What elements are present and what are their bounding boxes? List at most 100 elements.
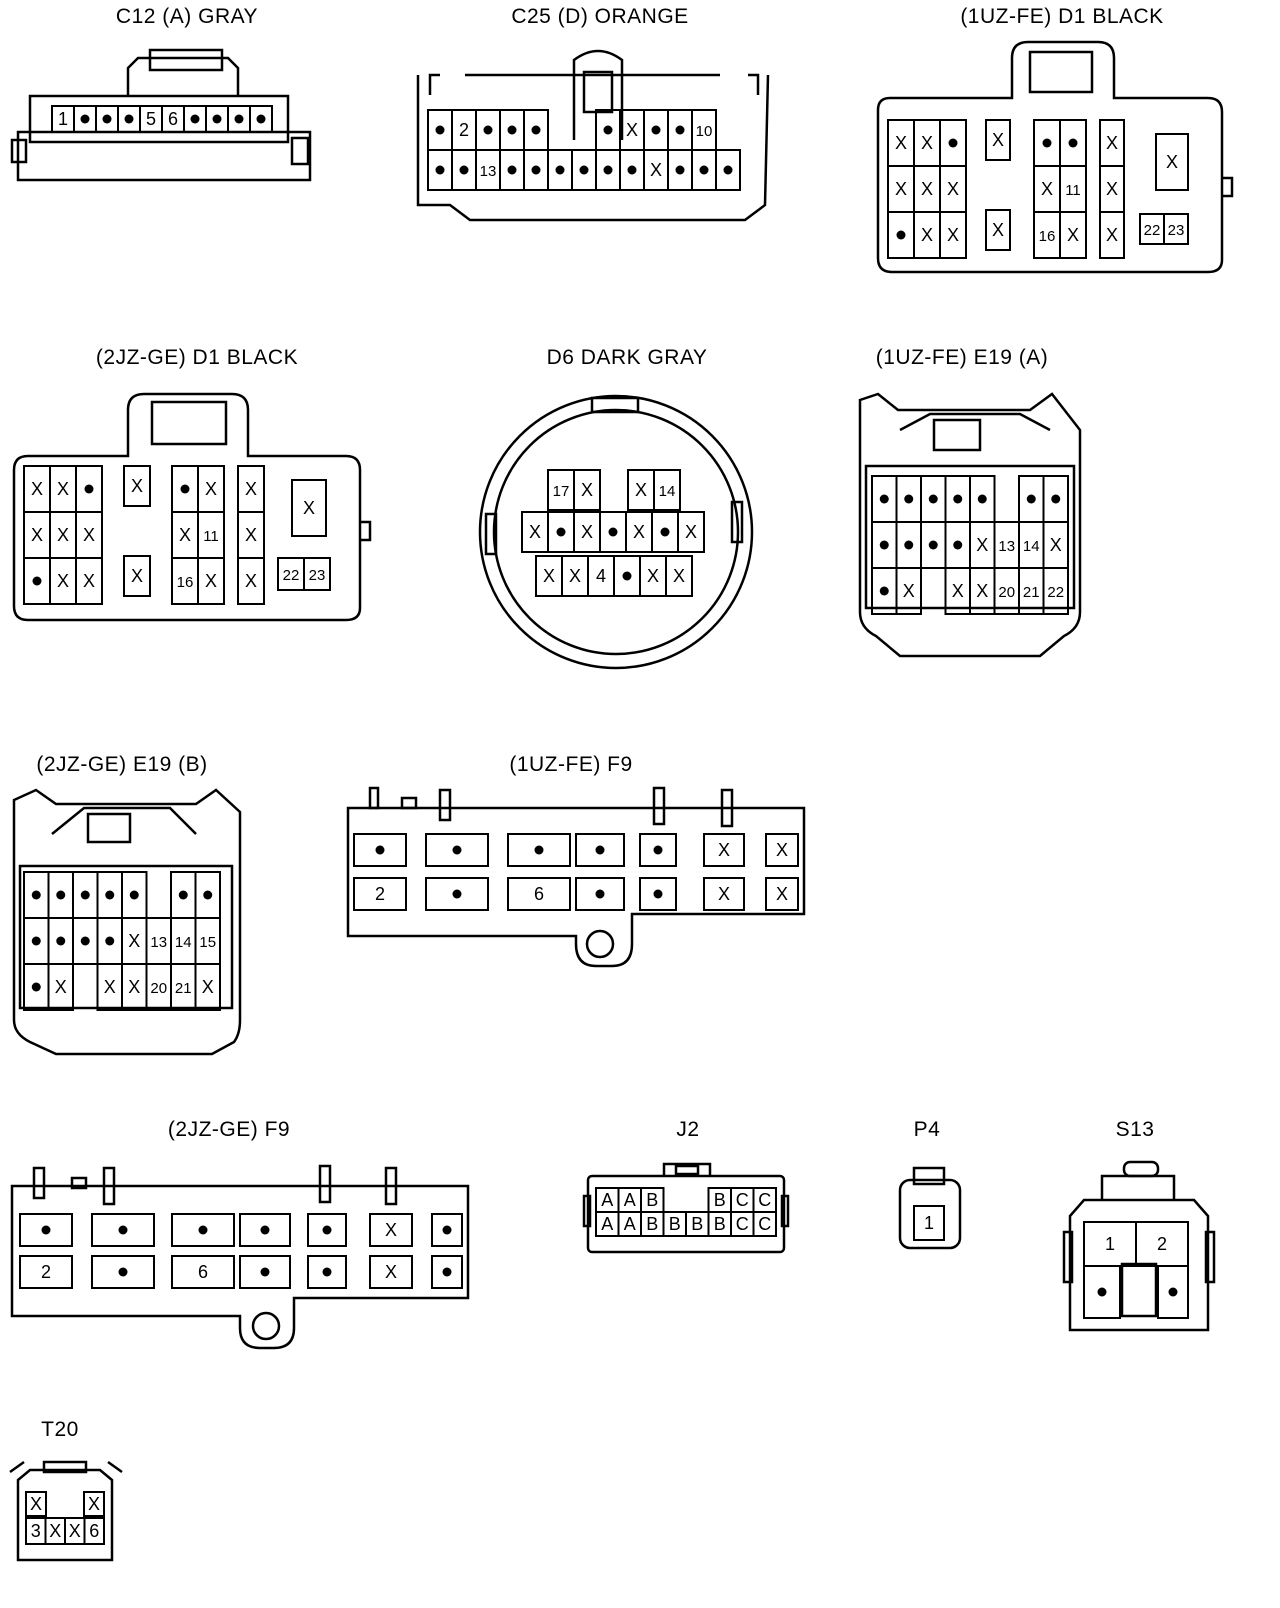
p4-pin-cavity [913,1205,945,1241]
c25-pin-label: 10 [696,123,713,140]
d2jz-pin-label: 11 [203,528,219,545]
f92jz-pin-dot [198,1225,208,1235]
f92jz-pin-label: 2 [41,1262,51,1282]
d2jz-pin-label: X [31,479,43,499]
f92jz-pin-cavity [369,1213,413,1247]
d6-pin-label: X [581,480,593,500]
e19b-pin-dot [31,936,41,946]
c25-pin-dot [459,165,469,175]
e19b-pin-label: X [128,931,140,951]
connector-label-s13: S13 [1115,1118,1155,1141]
e19a-pin-label: 22 [1047,584,1064,601]
connector-label-p4: P4 [913,1118,941,1141]
e19b-pin-dot [56,936,66,946]
d2jz-pin-label: 22 [283,567,300,584]
f9uz-pin-label: 6 [534,884,544,904]
e19a-pin-dot [953,494,963,504]
d6-pin-cavity [653,469,681,511]
d2jz-pin-label: X [83,571,95,591]
f9uz-pin-dot [595,845,605,855]
s13-pin-label: 2 [1157,1234,1167,1254]
s13-pin-label: 1 [1105,1234,1115,1254]
f92jz-pin-dot [118,1225,128,1235]
f9uz-pin-cavity [353,833,407,867]
f9uz-pin-dot [452,889,462,899]
e19b-pin-label: X [202,977,214,997]
j2-pin-label: A [601,1190,613,1210]
d1uz-pin-label: 11 [1065,182,1081,199]
f92jz-pin-dot [322,1225,332,1235]
c25-pin-dot [435,165,445,175]
e19b-pin-label: 13 [150,934,167,951]
f92jz-pin-cavity [171,1213,235,1247]
d6-pin-label: X [635,480,647,500]
s13-pin-dot [1097,1287,1107,1297]
f92jz-pin-cavity [171,1255,235,1289]
f92jz-pin-cavity [369,1255,413,1289]
d1uz-pin-cavity [985,119,1011,161]
d2jz-pin-label: X [303,498,315,518]
j2-pin-label: C [758,1214,771,1234]
f9uz-pin-cavity [353,877,407,911]
c12-pin-dot [256,114,266,124]
d1uz-pin-label: 23 [1168,222,1185,239]
d1uz-pin-dot [1068,138,1078,148]
j2-pin-label: B [714,1214,726,1234]
e19a-pin-dot [928,494,938,504]
f9uz-pin-dot [452,845,462,855]
s13-pin-cavity [1083,1265,1121,1319]
t20-pin-label: 6 [89,1521,99,1541]
e19b-pin-dot [80,890,90,900]
j2-pin-label: C [736,1190,749,1210]
d1uz-pin-label: X [947,179,959,199]
f9uz-pin-cavity [703,833,745,867]
j2-pin-label: A [601,1214,613,1234]
c25-pin-dot [627,165,637,175]
d1uz-pin-label: 22 [1144,222,1161,239]
d2jz-pin-label: X [245,525,257,545]
j2-pin-label: C [736,1214,749,1234]
d6-pin-dot [608,527,618,537]
f9uz-pin-cavity [703,877,745,911]
d1uz-pin-label: X [1106,225,1118,245]
d1uz-pin-label: 16 [1039,228,1056,245]
connector-label-j2: J2 [676,1118,700,1141]
j2-pin-cavity [752,1211,777,1237]
c12-pin-label: 1 [58,109,68,129]
e19b-pin-label: X [104,977,116,997]
c25-pin-dot [651,125,661,135]
t20-pin-cavity [83,1491,105,1517]
d2jz-pin-dot [32,576,42,586]
c12-pin-dot [190,114,200,124]
e19b-pin-label: 15 [199,934,216,951]
f92jz-pin-label: 6 [198,1262,208,1282]
d2jz-pin-label: X [245,571,257,591]
d1uz-pin-cavity [1163,213,1189,245]
f92jz-pin-cavity [19,1213,73,1247]
d6-pin-label: 4 [596,566,606,586]
d6-pin-label: X [529,522,541,542]
e19b-pin-dot [105,936,115,946]
d6-pin-label: 14 [659,483,676,500]
f92jz-pin-label: X [385,1262,397,1282]
c25-pin-dot [531,125,541,135]
c25-pin-dot [531,165,541,175]
d1uz-pin-label: X [1106,179,1118,199]
e19a-pin-dot [1051,494,1061,504]
f92jz-pin-cavity [91,1255,155,1289]
d1uz-pin-dot [1042,138,1052,148]
connector-label-d1-1uz: (1UZ-FE) D1 BLACK [960,5,1164,28]
t20-pin-cavity [83,1517,105,1545]
f9uz-pin-cavity [639,833,677,867]
d6-pin-label: X [543,566,555,586]
e19b-pin-dot [80,936,90,946]
e19a-pin-dot [977,494,987,504]
t20-pin-label: X [30,1494,42,1514]
e19a-pin-dot [904,540,914,550]
d6-pin-label: X [685,522,697,542]
